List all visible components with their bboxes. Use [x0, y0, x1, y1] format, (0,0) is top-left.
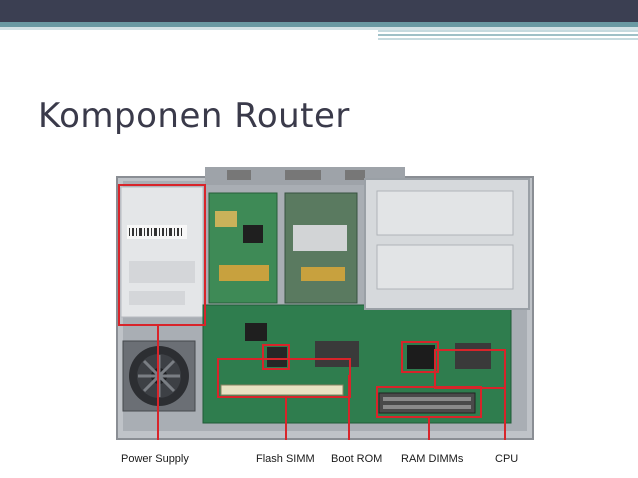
accent-band [0, 22, 638, 27]
top-banner [0, 0, 638, 22]
label-cpu: CPU [495, 453, 519, 465]
slide-title: Komponen Router [38, 96, 350, 136]
flash-simm-highlight [262, 344, 290, 370]
label-flash-simm: Flash SIMM [256, 453, 315, 465]
decorative-stripes [378, 30, 638, 44]
accent-band-light [0, 27, 638, 30]
router-board-photo [116, 167, 534, 440]
cpu-chip [407, 345, 435, 369]
ram-dimm-slot [378, 392, 476, 414]
flash-simm-chip [267, 347, 287, 367]
daughter-board-left [208, 192, 278, 304]
label-boot-rom: Boot ROM [331, 453, 383, 465]
label-power-supply: Power Supply [121, 453, 189, 465]
label-ram-dimms: RAM DIMMs [401, 453, 464, 465]
power-supply-highlight [118, 184, 206, 326]
flash-simm-slot [220, 384, 344, 396]
cpu-highlight [401, 341, 439, 373]
